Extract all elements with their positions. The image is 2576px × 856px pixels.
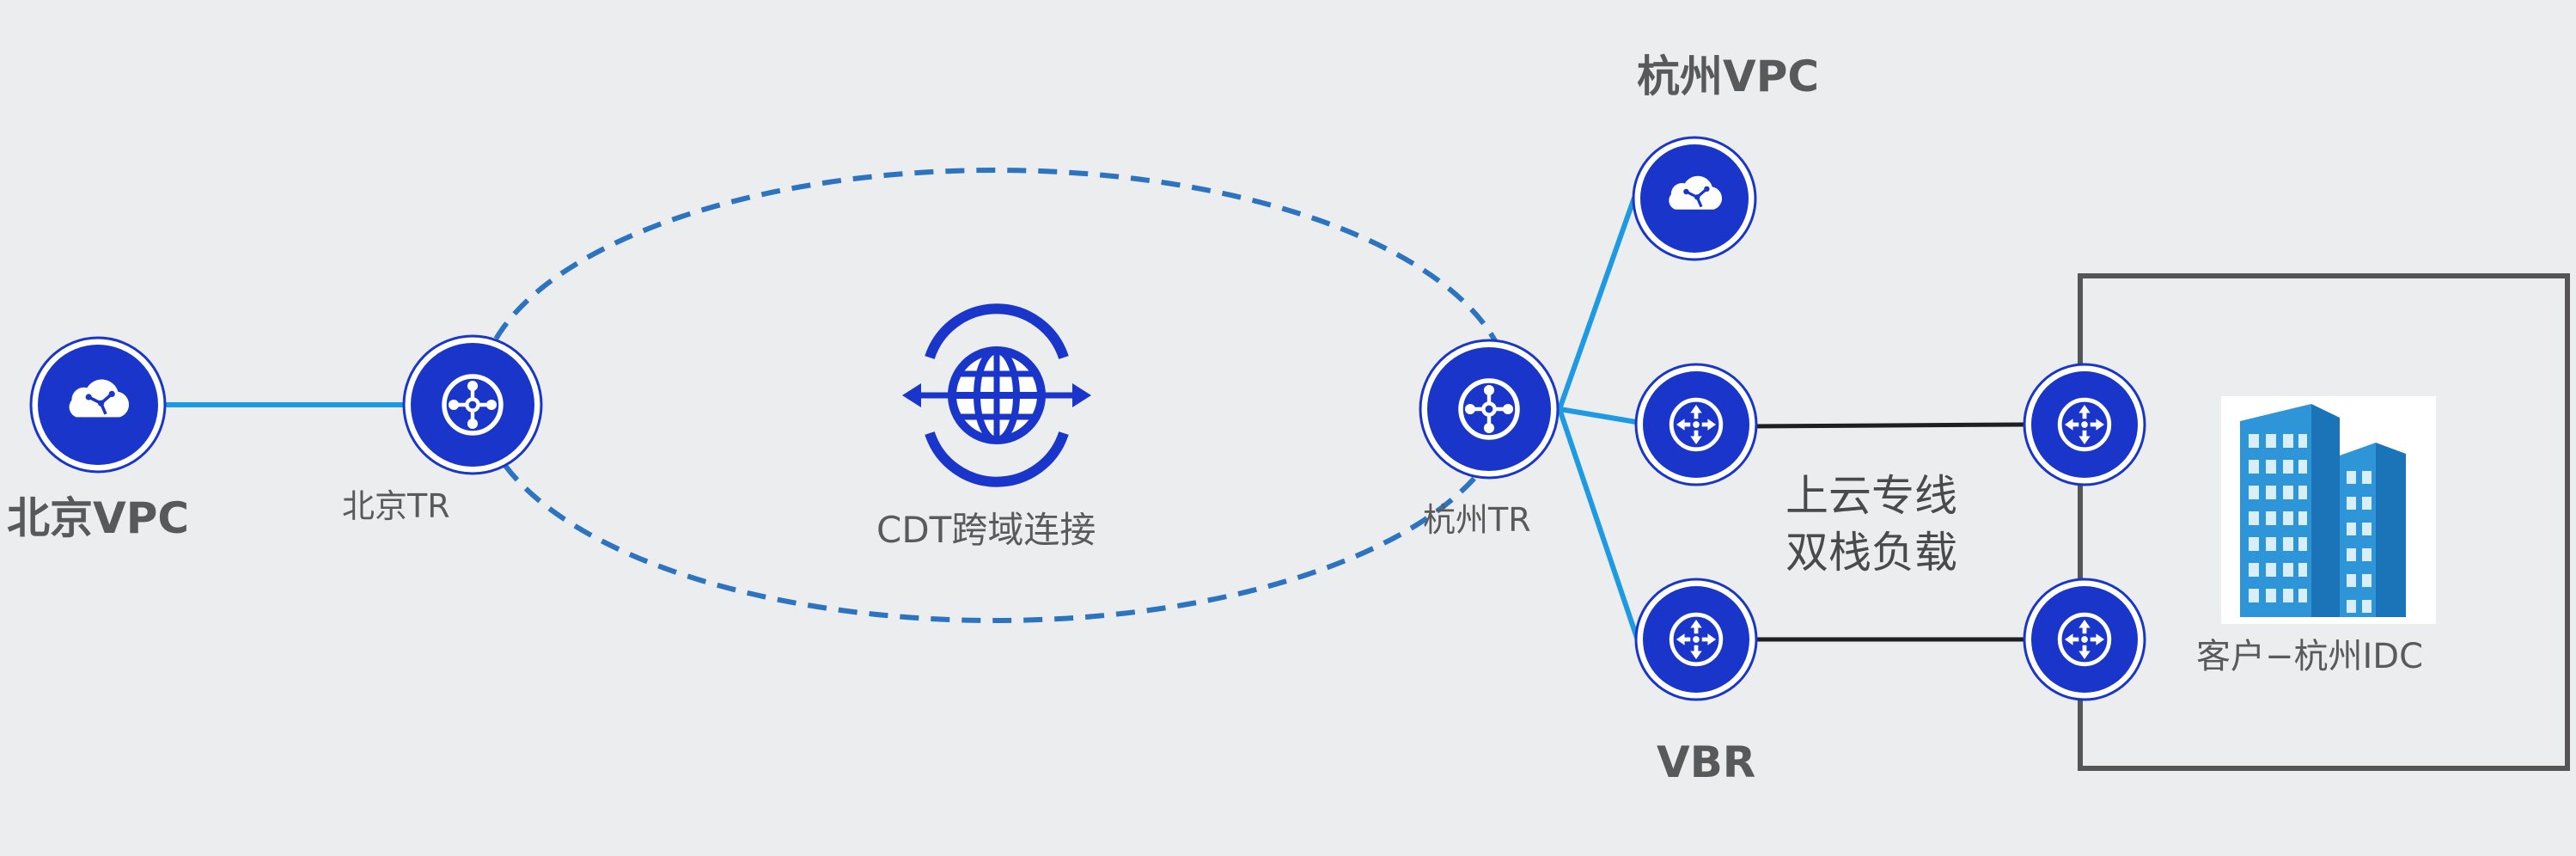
hangzhou-switch-node[interactable] (1634, 363, 1758, 486)
hangzhou-tr-label: 杭州TR (1423, 501, 1531, 539)
link-tr-vbr (1557, 408, 1639, 639)
globe-icon (902, 303, 1091, 487)
beijing-tr-node[interactable] (402, 334, 543, 475)
hangzhou-vpc-label: 杭州VPC (1637, 52, 1820, 101)
cdt-label: CDT跨域连接 (876, 509, 1096, 551)
link-tr-hzvpc (1557, 196, 1637, 411)
beijing-vpc-label: 北京VPC (7, 493, 190, 543)
link-label-line2: 双栈负载 (1785, 528, 1957, 578)
idc-label: 客户−杭州IDC (2196, 637, 2424, 676)
idc-box (2078, 273, 2570, 771)
switch-icon (2060, 614, 2109, 664)
hangzhou-tr-node[interactable] (1419, 339, 1560, 480)
router-icon (444, 376, 501, 433)
switch-icon (2060, 400, 2109, 449)
idc-switch-node-1[interactable] (2023, 363, 2146, 486)
vbr-node[interactable] (1634, 578, 1758, 701)
vbr-label: VBR (1657, 737, 1756, 787)
beijing-tr-label: 北京TR (342, 487, 450, 525)
beijing-vpc-node[interactable] (29, 336, 167, 474)
hangzhou-vpc-node[interactable] (1632, 136, 1757, 261)
router-icon (1461, 381, 1517, 437)
link-tr-switch (1559, 407, 1642, 425)
building-icon (2221, 396, 2436, 624)
idc-switch-node-2[interactable] (2023, 578, 2146, 701)
switch-icon (1671, 400, 1721, 449)
dedicated-line-1 (1750, 422, 2024, 429)
link-label-line1: 上云专线 (1785, 471, 1957, 521)
switch-icon (1671, 614, 1721, 664)
